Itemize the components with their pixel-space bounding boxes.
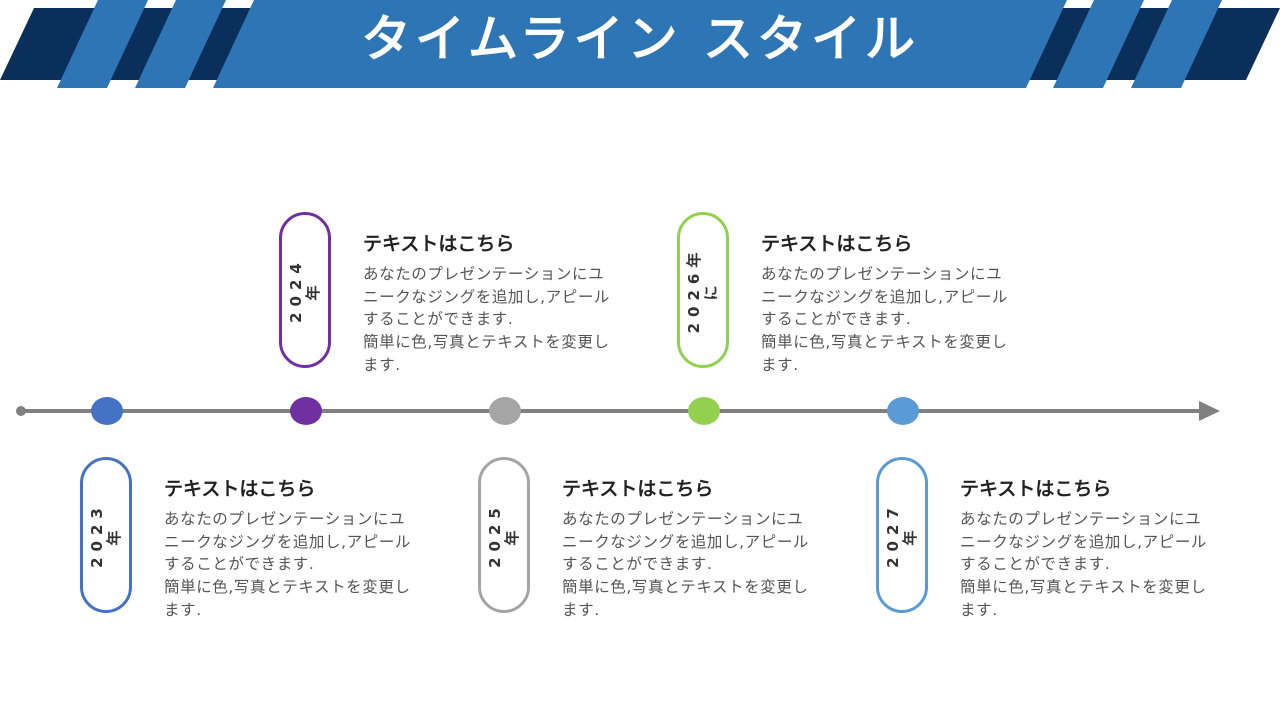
page-title: タイムライン スタイル xyxy=(361,10,919,68)
arrow-head-icon xyxy=(1199,401,1220,421)
year-label: 2025 xyxy=(486,502,504,568)
milestone-text-block: テキストはこちらあなたのプレゼンテーションにユニークなジングを追加し,アピールす… xyxy=(761,231,1061,377)
year-suffix: 年 xyxy=(901,524,919,546)
milestone-body-line: ます. xyxy=(562,600,600,619)
year-pill: 2026年に xyxy=(677,212,729,368)
milestone-body-line: あなたのプレゼンテーションにユ xyxy=(363,265,605,283)
milestone-body-line: ます. xyxy=(164,600,202,619)
milestone-body-line: ニークなジングを追加し,アピール xyxy=(761,287,1009,306)
milestone-body-line: ニークなジングを追加し,アピール xyxy=(164,532,412,551)
milestone-body-line: あなたのプレゼンテーションにユ xyxy=(164,510,406,528)
milestone-body-line: 簡単に色,写真とテキストを変更し xyxy=(363,333,610,352)
timeline-dot xyxy=(91,397,123,425)
milestone-heading: テキストはこちら xyxy=(761,233,913,255)
header-banner xyxy=(0,0,1280,88)
milestone-body-line: することができます. xyxy=(562,555,713,574)
header-stripe xyxy=(57,0,148,88)
milestone-body-line: あなたのプレゼンテーションにユ xyxy=(761,265,1003,283)
year-suffix: 年 xyxy=(503,524,521,546)
year-suffix: 年 xyxy=(304,279,322,301)
year-label: 2023 xyxy=(88,502,106,568)
milestone-body-line: あなたのプレゼンテーションにユ xyxy=(960,510,1202,528)
milestone-body-line: することができます. xyxy=(164,555,315,574)
milestone-body-line: 簡単に色,写真とテキストを変更し xyxy=(562,578,809,597)
milestone-heading: テキストはこちら xyxy=(363,233,515,255)
header-main-band xyxy=(213,0,1067,88)
milestone-text-block: テキストはこちらあなたのプレゼンテーションにユニークなジングを追加し,アピールす… xyxy=(363,231,663,377)
milestone-body-line: 簡単に色,写真とテキストを変更し xyxy=(164,578,411,597)
timeline-dot xyxy=(887,397,919,425)
timeline-axis xyxy=(16,397,1220,425)
milestone-heading: テキストはこちら xyxy=(960,478,1112,500)
milestone-text-block: テキストはこちらあなたのプレゼンテーションにユニークなジングを追加し,アピールす… xyxy=(562,476,862,622)
header-stripe xyxy=(1053,0,1144,88)
milestone-body-line: ニークなジングを追加し,アピール xyxy=(960,532,1208,551)
header-stripe xyxy=(1131,0,1222,88)
milestone-body-line: ます. xyxy=(960,600,998,619)
timeline-dot xyxy=(489,397,521,425)
timeline-dot xyxy=(290,397,322,425)
year-suffix: 年 xyxy=(105,524,123,546)
year-label: 2026年 xyxy=(685,246,703,334)
year-label: 2027 xyxy=(884,502,902,568)
milestone-body-line: あなたのプレゼンテーションにユ xyxy=(562,510,804,528)
milestone-heading: テキストはこちら xyxy=(562,478,714,500)
year-suffix: に xyxy=(702,279,720,301)
header-stripe xyxy=(135,0,226,88)
timeline-dot xyxy=(688,397,720,425)
milestone-text-block: テキストはこちらあなたのプレゼンテーションにユニークなジングを追加し,アピールす… xyxy=(960,476,1260,622)
milestone-body-line: ます. xyxy=(363,355,401,374)
year-label: 2024 xyxy=(287,257,305,323)
milestone-body-line: することができます. xyxy=(960,555,1111,574)
milestone-body-line: することができます. xyxy=(363,310,514,329)
milestone-body-line: 簡単に色,写真とテキストを変更し xyxy=(761,333,1008,352)
milestone-body-line: ます. xyxy=(761,355,799,374)
milestone-body-line: することができます. xyxy=(761,310,912,329)
milestone-body-line: ニークなジングを追加し,アピール xyxy=(363,287,611,306)
milestone-text-block: テキストはこちらあなたのプレゼンテーションにユニークなジングを追加し,アピールす… xyxy=(164,476,464,622)
milestone-body-line: ニークなジングを追加し,アピール xyxy=(562,532,810,551)
milestone-heading: テキストはこちら xyxy=(164,478,316,500)
milestone-body-line: 簡単に色,写真とテキストを変更し xyxy=(960,578,1207,597)
